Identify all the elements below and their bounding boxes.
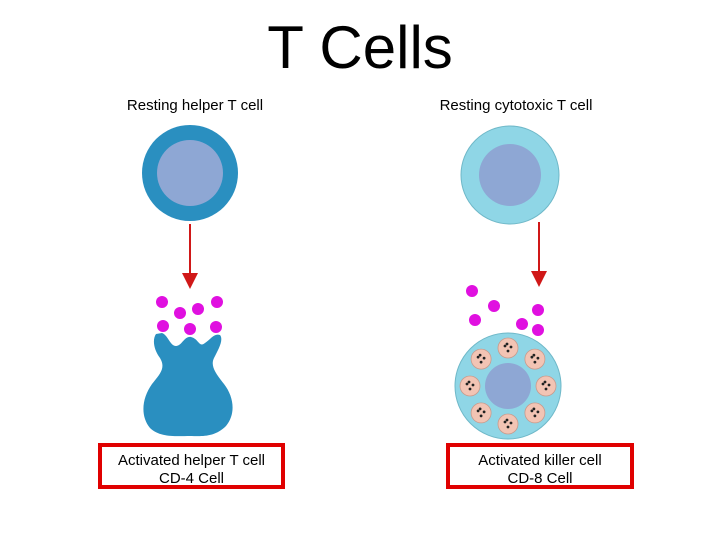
granule-dot	[479, 414, 483, 418]
granule	[470, 402, 492, 424]
granule-dot	[506, 349, 510, 353]
granule-dot	[530, 355, 534, 359]
granule-dot	[471, 383, 475, 387]
granule-dot	[476, 409, 480, 413]
activated-helper-box: Activated helper T cell CD-4 Cell	[98, 443, 285, 489]
granule	[497, 337, 519, 359]
granule-dot	[479, 360, 483, 364]
granule-dot	[465, 382, 469, 386]
activated-killer-cell	[454, 332, 562, 440]
granule-dot	[543, 380, 547, 384]
granule-dot	[467, 380, 471, 384]
page-title: T Cells	[267, 14, 453, 81]
activated-killer-box: Activated killer cell CD-8 Cell	[446, 443, 634, 489]
resting-helper-label: Resting helper T cell	[126, 97, 264, 114]
granule-dot	[478, 407, 482, 411]
granule-dot	[536, 410, 540, 414]
granule-dot	[505, 342, 509, 346]
granule	[497, 413, 519, 435]
activated-helper-label: Activated helper T cell	[117, 452, 266, 469]
cytotoxic-granules	[459, 337, 557, 435]
granule-dot	[544, 387, 548, 391]
granule	[470, 348, 492, 370]
granule-dot	[532, 407, 536, 411]
granule-dot	[509, 345, 513, 349]
granule-dot	[536, 356, 540, 360]
granule-dot	[478, 353, 482, 357]
granule	[524, 402, 546, 424]
granule-dot	[541, 382, 545, 386]
granule-dot	[482, 410, 486, 414]
granule-dot	[530, 409, 534, 413]
granule-dot	[476, 355, 480, 359]
granule	[459, 375, 481, 397]
cd8-label: CD-8 Cell	[507, 470, 573, 487]
granule-dot	[509, 421, 513, 425]
granule-dot	[503, 420, 507, 424]
granule-dot	[506, 425, 510, 429]
granule	[535, 375, 557, 397]
cd4-label: CD-4 Cell	[158, 470, 224, 487]
granule-dot	[503, 344, 507, 348]
granule-dot	[547, 383, 551, 387]
granule-dot	[505, 418, 509, 422]
helper-cytokines	[156, 296, 223, 335]
cytotoxic-cytokines	[466, 285, 544, 336]
activated-killer-label: Activated killer cell	[478, 452, 602, 469]
granule-dot	[532, 353, 536, 357]
granule	[524, 348, 546, 370]
granule-dot	[482, 356, 486, 360]
resting-cytotoxic-cell	[460, 125, 560, 225]
resting-cytotoxic-label: Resting cytotoxic T cell	[439, 97, 593, 114]
granule-dot	[533, 360, 537, 364]
activated-helper-cell	[143, 333, 233, 437]
resting-helper-cell	[142, 125, 238, 221]
granule-dot	[468, 387, 472, 391]
granule-dot	[533, 414, 537, 418]
